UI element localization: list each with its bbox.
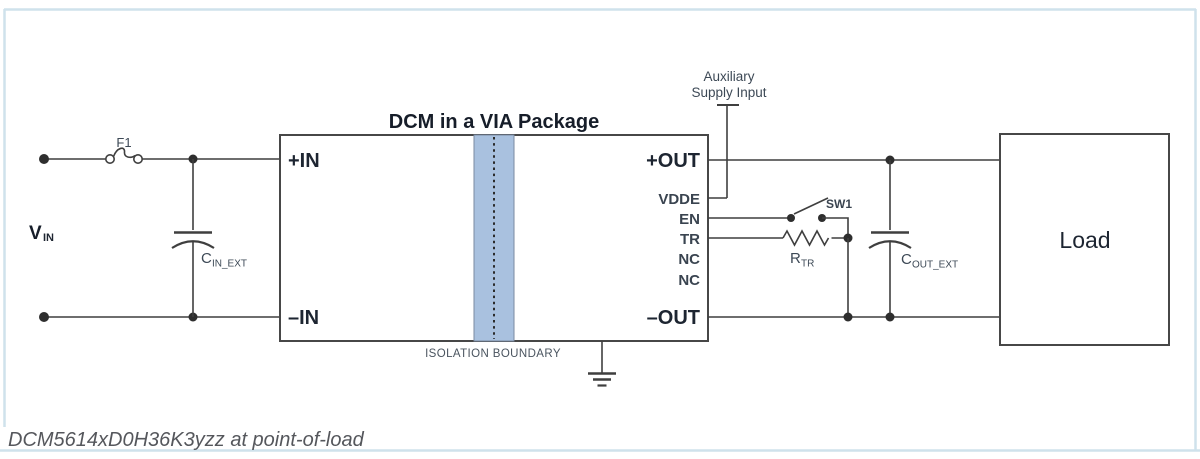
dcm-module: DCM in a VIA Package ISOLATION BOUNDARY … (279, 111, 709, 387)
junction-dot (885, 312, 895, 322)
output-capacitor-label: C OUT_EXT (901, 251, 958, 271)
pin-nc1: NC (678, 251, 700, 268)
aux-label-line1: Auxiliary (703, 69, 754, 84)
pin-tr: TR (680, 231, 700, 248)
pin-minus-out: –OUT (647, 307, 700, 329)
switch-label: SW1 (826, 197, 852, 211)
output-section: Auxiliary Supply Input SW1 R TR (691, 69, 1170, 346)
wire-switch-to-node (822, 217, 849, 238)
pin-plus-in: +IN (288, 150, 320, 172)
input-terminal-positive (39, 154, 49, 164)
trim-resistor: R TR (708, 229, 853, 322)
load-label: Load (1059, 227, 1110, 253)
pin-nc2: NC (678, 272, 700, 289)
pin-vdde: VDDE (658, 191, 700, 208)
input-capacitor-label: C IN_EXT (201, 250, 247, 270)
panel-border (0, 8, 1200, 452)
pin-plus-out: +OUT (646, 150, 700, 172)
junction-dot (843, 312, 853, 322)
resistor-label: R (790, 250, 801, 267)
svg-text:C: C (901, 251, 912, 268)
switch-contact-dot (787, 214, 795, 222)
figure-caption: DCM5614xD0H36K3yzz at point-of-load (8, 429, 365, 451)
pin-minus-in: –IN (288, 307, 319, 329)
pin-en: EN (679, 211, 700, 228)
fuse-icon (105, 147, 144, 165)
svg-text:OUT_EXT: OUT_EXT (912, 260, 958, 271)
svg-text:C: C (201, 250, 212, 267)
input-section: F1 V IN C IN_EXT (29, 135, 280, 322)
switch-blade (793, 197, 829, 215)
input-terminal-negative (39, 312, 49, 322)
aux-label-line2: Supply Input (691, 85, 766, 100)
ground-icon (588, 341, 616, 387)
load-box (999, 133, 1170, 346)
enable-switch: SW1 (708, 197, 852, 238)
svg-text:IN: IN (43, 232, 54, 244)
output-capacitor-icon (868, 155, 912, 322)
fuse-label: F1 (116, 135, 131, 150)
isolation-boundary-label: ISOLATION BOUNDARY (425, 348, 561, 360)
resistor-label-sub: TR (801, 259, 814, 270)
input-capacitor-icon (171, 159, 215, 317)
svg-text:IN_EXT: IN_EXT (212, 259, 247, 270)
aux-supply-input: Auxiliary Supply Input (691, 69, 767, 199)
resistor-zigzag-icon (782, 229, 830, 247)
module-title: DCM in a VIA Package (389, 111, 599, 133)
vin-label: V IN (29, 223, 54, 244)
svg-text:V: V (29, 223, 42, 244)
